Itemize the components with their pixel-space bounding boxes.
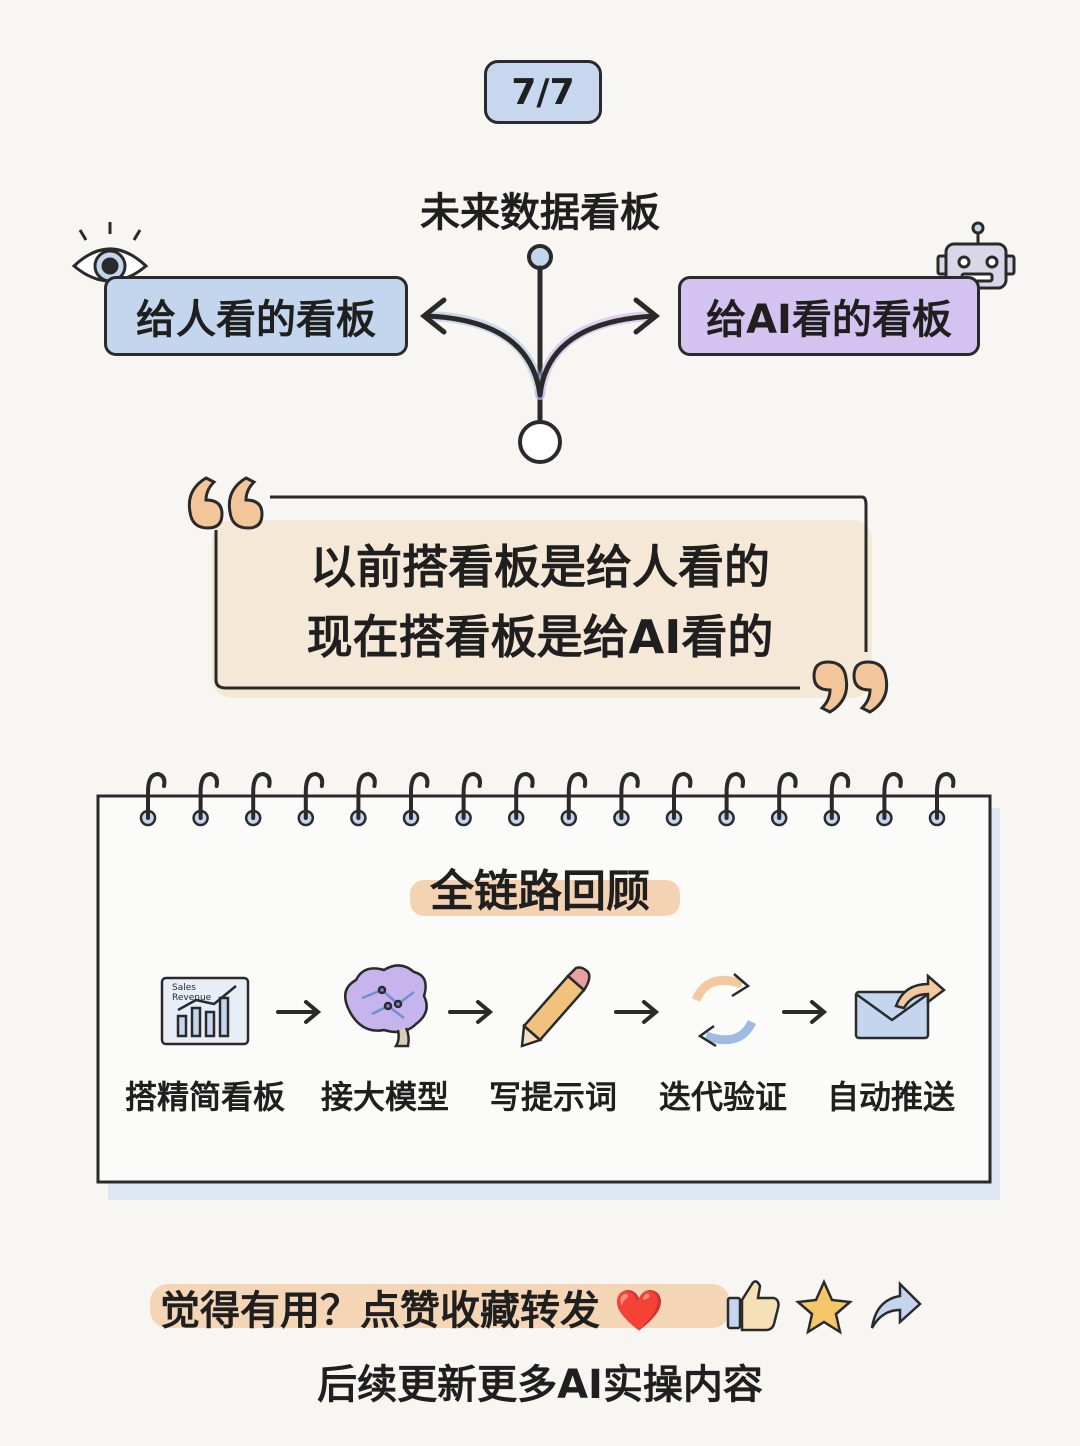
refresh-cycle-icon: [691, 973, 757, 1048]
binder-ring: [935, 771, 956, 820]
binder-ring: [672, 771, 693, 820]
binder-ring: [882, 771, 903, 820]
binder-ring: [356, 771, 377, 820]
fork-diagram: [419, 244, 661, 464]
cta-main-text: 觉得有用？点赞收藏转发: [160, 1288, 600, 1334]
page-indicator: 7/7: [484, 60, 602, 124]
step-arrows: [276, 1000, 828, 1024]
step-label-dashboard: 搭精简看板: [124, 1078, 285, 1116]
chart-icon-label-1: Sales: [172, 983, 196, 993]
step-label-model: 接大模型: [320, 1078, 449, 1116]
binder-ring: [514, 771, 535, 820]
binder-ring: [251, 771, 272, 820]
binder-ring: [566, 771, 588, 820]
quote-highlight: [212, 520, 872, 698]
heart-icon: ❤️: [613, 1288, 664, 1334]
step-label-prompt: 写提示词: [488, 1078, 617, 1116]
binder-ring: [198, 771, 219, 820]
binder-ring: [303, 771, 325, 820]
cta-text: 觉得有用？点赞收藏转发 ❤️: [160, 1278, 720, 1336]
step-label-iterate: 迭代验证: [658, 1078, 787, 1116]
quote-box-border-bottom: [214, 530, 800, 690]
notepad-title: 全链路回顾: [430, 866, 650, 917]
binder-ring: [146, 771, 167, 820]
close-quote-icon: [812, 660, 889, 714]
binder-ring: [461, 771, 482, 820]
quote-line-1: 以前搭看板是给人看的: [310, 540, 770, 594]
chart-icon-label-2: Revenue: [172, 993, 212, 1003]
binder-ring: [724, 771, 745, 820]
ai-board-label: 给AI看的看板: [678, 276, 980, 356]
notepad-rings: [139, 771, 956, 827]
quote-box-border-top: [270, 495, 868, 652]
open-quote-icon: [187, 476, 264, 530]
title-highlight: [410, 880, 680, 916]
brain-icon: [343, 964, 428, 1048]
cta-subtitle: 后续更新更多AI实操内容: [317, 1362, 763, 1408]
binder-ring: [829, 771, 851, 820]
pencil-icon: [520, 966, 591, 1048]
binder-ring: [619, 771, 640, 820]
binder-ring: [777, 771, 798, 820]
quote-text: 以前搭看板是给人看的 现在搭看板是给AI看的: [250, 532, 830, 672]
thumbs-up-icon: [726, 1280, 780, 1332]
share-arrow-icon: [870, 1280, 922, 1329]
dashboard-chart-icon: Sales Revenue: [160, 976, 250, 1046]
step-label-push: 自动推送: [826, 1078, 955, 1116]
diagram-title: 未来数据看板: [420, 190, 660, 236]
star-icon: [795, 1278, 853, 1335]
cta-highlight: [150, 1284, 730, 1328]
binder-ring: [409, 771, 430, 820]
send-mail-icon: [854, 973, 946, 1040]
eye-icon: [71, 222, 149, 283]
human-board-label: 给人看的看板: [104, 276, 408, 356]
quote-line-2: 现在搭看板是给AI看的: [306, 610, 774, 664]
